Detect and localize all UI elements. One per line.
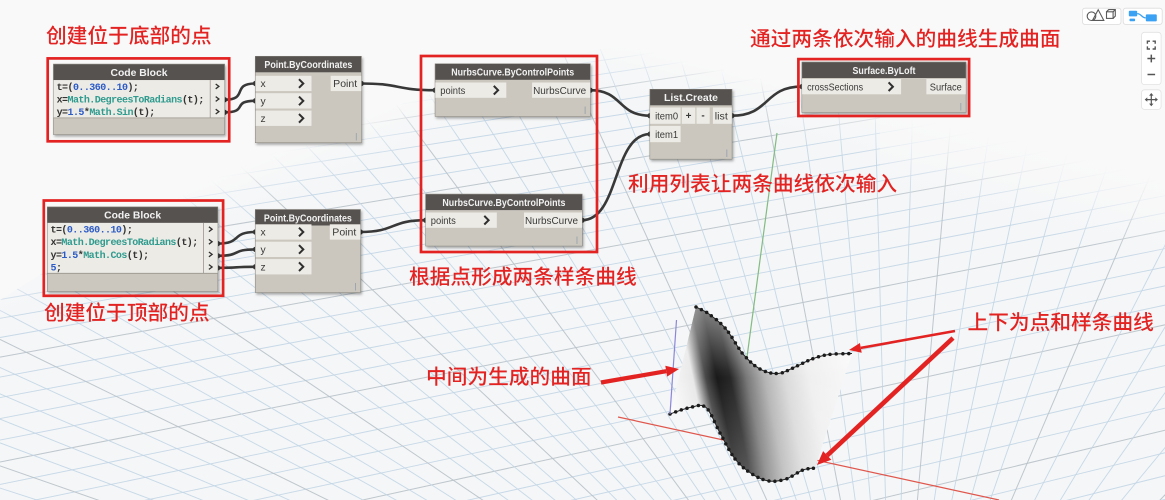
svg-text:Point: Point [332, 228, 356, 239]
svg-text:|: | [726, 147, 728, 157]
svg-text:NurbsCurve: NurbsCurve [533, 86, 586, 97]
svg-text:-: - [701, 111, 704, 122]
svg-text:Surface: Surface [930, 82, 962, 93]
svg-text:|: | [960, 101, 962, 111]
svg-text:Point.ByCoordinates: Point.ByCoordinates [264, 213, 352, 224]
svg-text:|: | [355, 131, 357, 141]
svg-text:t=(0..360..10);: t=(0..360..10); [51, 225, 133, 237]
svg-text:t=(0..360..10);: t=(0..360..10); [57, 82, 139, 94]
svg-text:points: points [431, 216, 456, 227]
svg-text:x=Math.DegreesToRadians(t);: x=Math.DegreesToRadians(t); [57, 94, 204, 106]
svg-text:|: | [584, 105, 586, 115]
svg-text:z: z [261, 262, 266, 273]
svg-text:y=1.5*Math.Sin(t);: y=1.5*Math.Sin(t); [57, 107, 155, 119]
svg-text:5;: 5; [51, 263, 62, 274]
svg-text:+: + [686, 111, 692, 122]
svg-text:x: x [261, 228, 267, 239]
svg-text:NurbsCurve: NurbsCurve [525, 216, 578, 227]
svg-text:|: | [354, 281, 356, 291]
svg-text:y: y [261, 97, 267, 108]
svg-text:List.Create: List.Create [664, 93, 718, 104]
svg-text:NurbsCurve.ByControlPoints: NurbsCurve.ByControlPoints [442, 198, 565, 209]
svg-text:|: | [576, 234, 578, 244]
svg-text:Code Block: Code Block [104, 211, 161, 222]
svg-text:Point: Point [333, 79, 357, 90]
svg-text:x: x [261, 79, 267, 90]
svg-text:Surface.ByLoft: Surface.ByLoft [853, 66, 916, 77]
svg-text:y: y [261, 245, 267, 256]
svg-text:Point.ByCoordinates: Point.ByCoordinates [264, 60, 352, 71]
svg-text:y=1.5*Math.Cos(t);: y=1.5*Math.Cos(t); [51, 250, 149, 262]
svg-text:crossSections: crossSections [807, 82, 863, 93]
svg-text:Code Block: Code Block [111, 68, 168, 79]
svg-text:points: points [440, 86, 465, 97]
svg-text:NurbsCurve.ByControlPoints: NurbsCurve.ByControlPoints [451, 68, 574, 79]
svg-text:item0: item0 [655, 111, 678, 122]
svg-text:x=Math.DegreesToRadians(t);: x=Math.DegreesToRadians(t); [51, 237, 198, 249]
svg-text:item1: item1 [655, 130, 678, 141]
svg-text:z: z [261, 114, 266, 125]
svg-text:list: list [715, 111, 728, 122]
